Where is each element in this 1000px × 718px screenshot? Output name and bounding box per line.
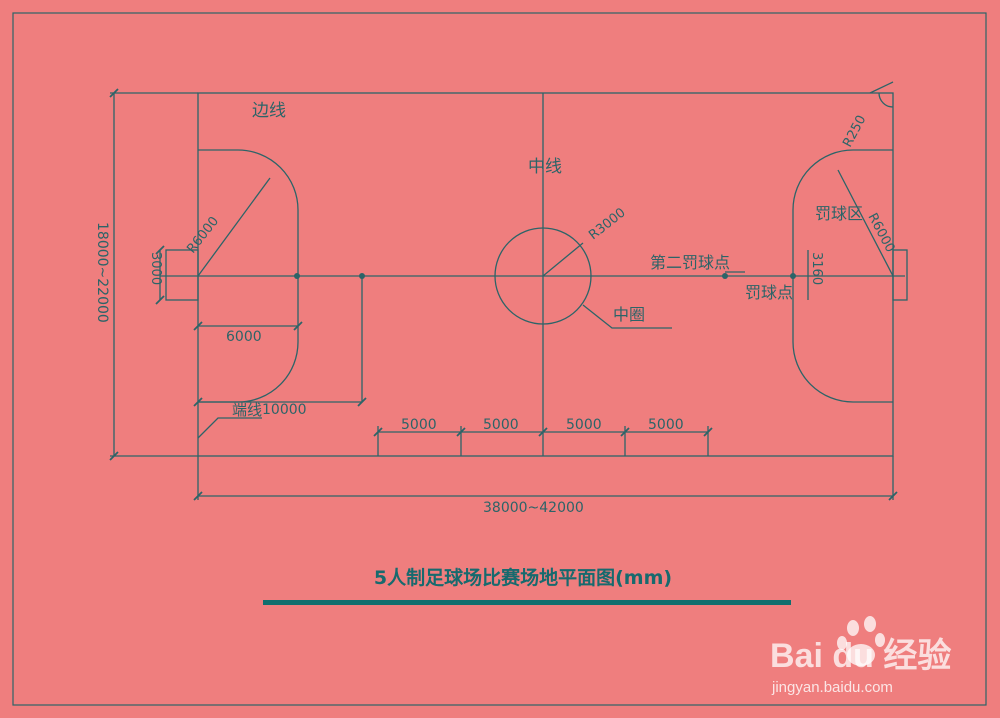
- tick: [155, 295, 165, 305]
- tick: [888, 491, 898, 501]
- field-lines: [110, 81, 908, 500]
- goal-line-leader: [197, 417, 262, 439]
- center-circle-leader: [582, 304, 672, 329]
- right-goal: [892, 249, 908, 301]
- penalty-mark-label: 罚球点: [745, 283, 793, 302]
- dim-3000-label: 3000: [148, 252, 163, 285]
- tick: [703, 427, 713, 437]
- dim-10000-label: 10000: [262, 402, 307, 418]
- dim-ticks: [109, 88, 898, 501]
- left-penalty-mark: [294, 273, 300, 279]
- tick: [109, 88, 119, 98]
- goal-line-label: 端线: [232, 401, 262, 419]
- watermark-brand: Bai du 经验: [770, 636, 951, 675]
- dim-5000-label-a: 5000: [401, 417, 437, 433]
- width-range-label: 18000~22000: [94, 222, 110, 323]
- left-second-penalty-mark: [359, 273, 365, 279]
- r250-leader: [869, 81, 894, 94]
- length-range-label: 38000~42000: [483, 500, 584, 516]
- tick: [538, 427, 548, 437]
- center-line-label: 中线: [528, 157, 562, 177]
- tick: [373, 427, 383, 437]
- tick: [456, 427, 466, 437]
- tick: [293, 321, 303, 331]
- penalty-area-label: 罚球区: [815, 204, 863, 223]
- dim-3160-label: 3160: [809, 252, 824, 285]
- corner-arc: [878, 92, 894, 108]
- r250-label: R250: [840, 113, 869, 150]
- sideline-label: 边线: [252, 101, 286, 121]
- tick: [109, 451, 119, 461]
- r3000-leader: [542, 242, 584, 277]
- tick: [193, 397, 203, 407]
- left-goal: [165, 249, 199, 301]
- center-circle: [494, 227, 592, 325]
- drawing-title: 5人制足球场比赛场地平面图(mm): [374, 566, 672, 589]
- watermark-url: jingyan.baidu.com: [771, 679, 893, 696]
- right-second-penalty-mark: [722, 273, 728, 279]
- dim-6000-label: 6000: [226, 329, 262, 345]
- tick: [620, 427, 630, 437]
- baidu-watermark: Bai du 经验 jingyan.baidu.com: [770, 616, 951, 696]
- title-underline: [263, 600, 791, 605]
- drawing-frame: [12, 12, 987, 706]
- tick: [193, 321, 203, 331]
- paw-icon: [837, 616, 885, 666]
- tick: [193, 491, 203, 501]
- right-penalty-mark: [790, 273, 796, 279]
- tick: [155, 245, 165, 255]
- dim-5000-label-b: 5000: [483, 417, 519, 433]
- second-penalty-mark-label: 第二罚球点: [650, 253, 730, 272]
- center-circle-label: 中圈: [613, 305, 645, 324]
- dim-5000-label-c: 5000: [566, 417, 602, 433]
- r3000-label: R3000: [586, 205, 628, 243]
- marks: [294, 273, 796, 279]
- r6000-right-leader: [837, 169, 894, 277]
- tick: [357, 397, 367, 407]
- r6000-left-leader: [197, 177, 271, 277]
- dim-5000-label-d: 5000: [648, 417, 684, 433]
